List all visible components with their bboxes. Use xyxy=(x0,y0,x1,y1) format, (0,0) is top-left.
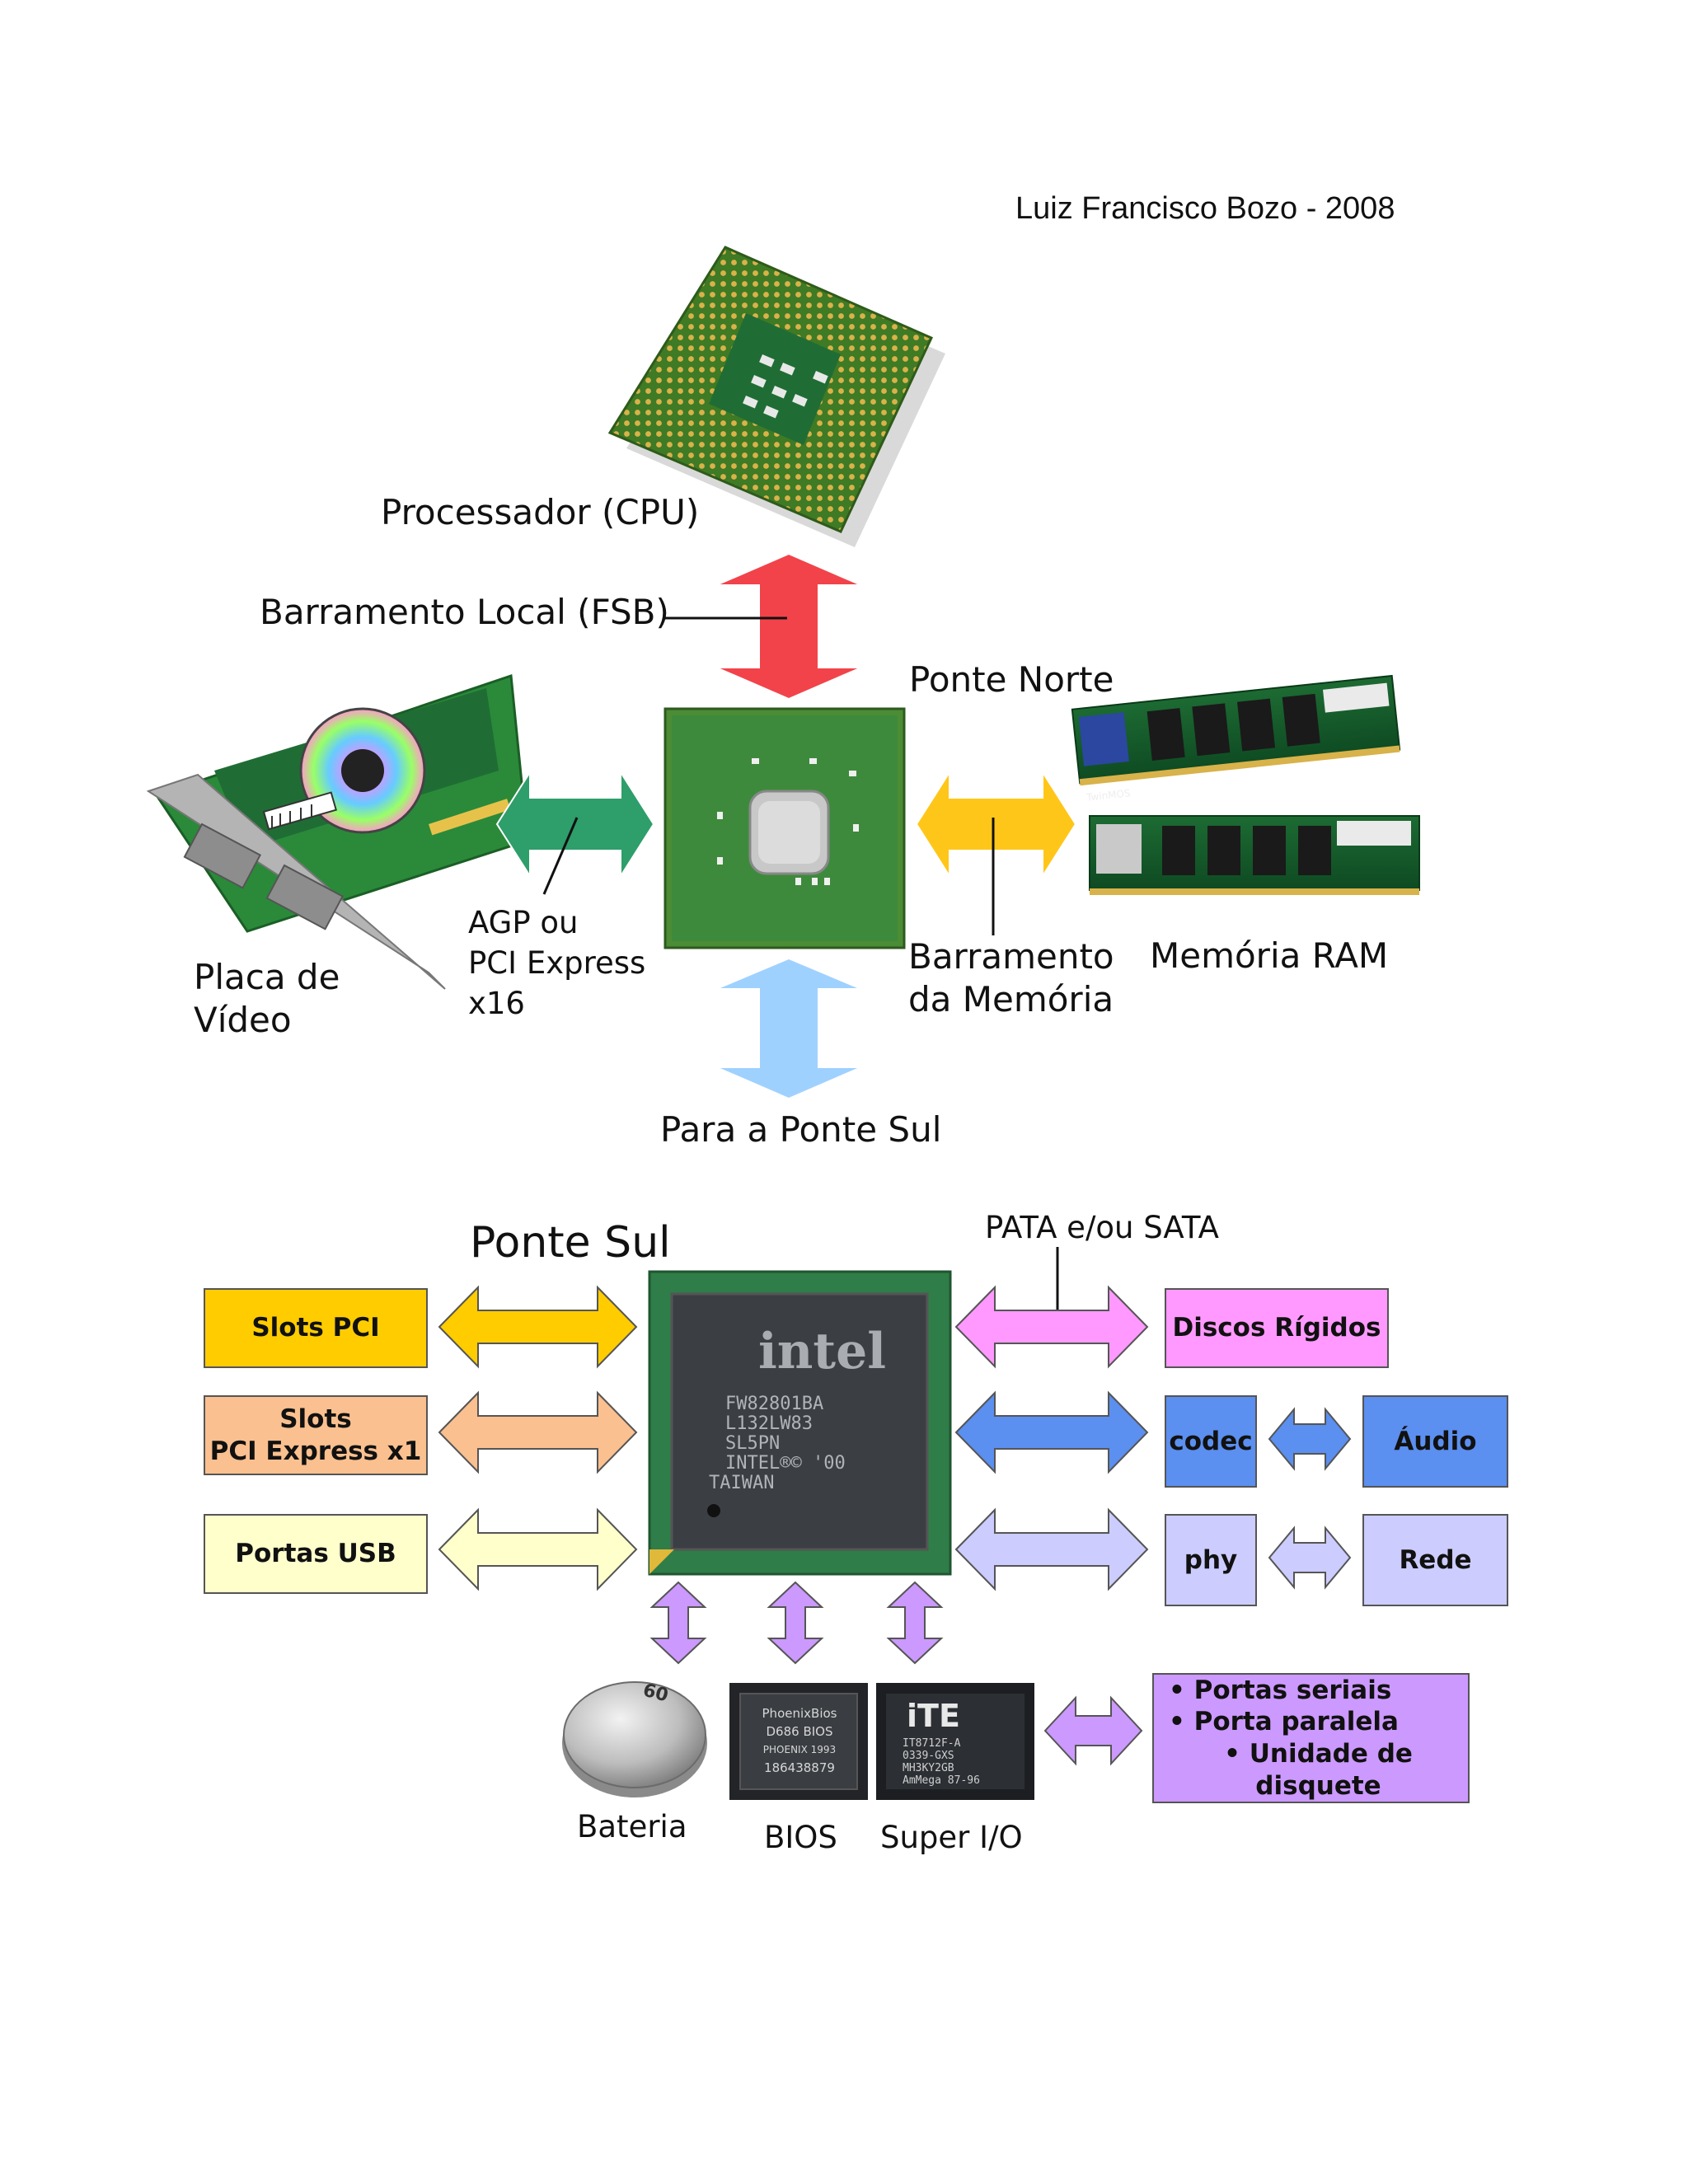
ite-logo: iTE xyxy=(907,1698,960,1734)
slots-pcie-text: PCI Express x1 xyxy=(209,1436,422,1466)
hdd-text: Discos Rígidos xyxy=(1172,1313,1381,1343)
southbridge-markings: FW82801BA L132LW83 SL5PN INTEL®© '00 TAI… xyxy=(709,1394,846,1493)
usb-text: Portas USB xyxy=(235,1539,396,1569)
superio-item: Portas seriais xyxy=(1169,1675,1392,1707)
superio-up-arrow xyxy=(886,1581,944,1665)
bios-chip-markings: PhoenixBios D686 BIOS PHOENIX 1993 18643… xyxy=(746,1704,853,1777)
bios-label: BIOS xyxy=(764,1820,837,1855)
pata-arrow xyxy=(954,1285,1149,1369)
memory-bus-label-line: Barramento xyxy=(908,936,1114,977)
codec-text: codec xyxy=(1169,1426,1253,1456)
superio-item: Unidade de disquete xyxy=(1169,1738,1468,1802)
bios-line: PhoenixBios xyxy=(762,1706,837,1721)
sb-line: FW82801BA xyxy=(725,1394,824,1414)
sb-line: SL5PN xyxy=(725,1433,781,1454)
audio-box: Áudio xyxy=(1362,1395,1508,1488)
agp-label-line: PCI Express xyxy=(468,945,646,981)
network-text: Rede xyxy=(1399,1544,1472,1575)
memory-bus-arrow xyxy=(915,769,1077,879)
fsb-arrow xyxy=(715,552,862,701)
to-south-arrow xyxy=(715,957,862,1100)
ite-line: MH3KY2GB xyxy=(903,1762,954,1774)
bios-line: D686 BIOS xyxy=(766,1724,833,1739)
codec-arrow xyxy=(954,1390,1149,1474)
ram-modules-image xyxy=(1071,674,1420,895)
fsb-label: Barramento Local (FSB) xyxy=(260,592,669,632)
slots-pcie-box: Slots PCI Express x1 xyxy=(204,1395,428,1475)
northbridge-label: Ponte Norte xyxy=(909,659,1114,700)
superio-chip-markings: IT8712F-A 0339-GXS MH3KY2GB AmMega 87-96 xyxy=(903,1737,980,1787)
phy-box: phy xyxy=(1165,1514,1257,1606)
superio-side-arrow xyxy=(1043,1695,1143,1766)
superio-chip-image xyxy=(876,1683,1034,1800)
ram-label: Memória RAM xyxy=(1150,935,1389,976)
ite-line: IT8712F-A xyxy=(903,1737,961,1750)
sb-line: INTEL®© '00 xyxy=(725,1453,846,1474)
slots-pci-text: Slots PCI xyxy=(251,1313,380,1343)
bios-line: PHOENIX 1993 xyxy=(762,1744,837,1755)
usb-arrow xyxy=(438,1507,638,1591)
southbridge-image xyxy=(648,1270,952,1576)
phy-text: phy xyxy=(1184,1544,1238,1575)
northbridge-image xyxy=(663,707,906,949)
southbridge-label: Ponte Sul xyxy=(470,1218,671,1268)
bios-chip-image xyxy=(729,1683,868,1800)
memory-bus-label: Barramento da Memória xyxy=(908,935,1114,1021)
pcie-arrow xyxy=(438,1390,638,1474)
intel-logo: intel xyxy=(758,1323,887,1380)
video-card-label: Placa de Vídeo xyxy=(194,956,340,1042)
audio-text: Áudio xyxy=(1394,1426,1477,1456)
slots-pci-box: Slots PCI xyxy=(204,1288,428,1368)
hdd-box: Discos Rígidos xyxy=(1165,1288,1389,1368)
sb-line: L132LW83 xyxy=(725,1413,813,1434)
audio-small-arrow xyxy=(1268,1407,1352,1471)
agp-label: AGP ou PCI Express x16 xyxy=(468,902,645,1024)
battery-arrow xyxy=(649,1581,707,1665)
ite-line: AmMega 87-96 xyxy=(903,1774,980,1787)
codec-box: codec xyxy=(1165,1395,1257,1488)
network-small-arrow xyxy=(1268,1526,1352,1590)
pci-arrow xyxy=(438,1285,638,1369)
video-card-image xyxy=(146,673,529,990)
slots-pcie-text: Slots xyxy=(279,1404,352,1434)
video-label-line: Placa de xyxy=(194,957,340,997)
agp-leader-line xyxy=(542,817,579,895)
superio-devices-box: Portas seriais Porta paralela Unidade de… xyxy=(1152,1673,1470,1803)
battery-image xyxy=(562,1681,707,1797)
sb-line: TAIWAN xyxy=(709,1473,775,1493)
memory-bus-label-line: da Memória xyxy=(908,979,1114,1019)
to-south-label: Para a Ponte Sul xyxy=(660,1109,942,1150)
bios-arrow xyxy=(767,1581,824,1665)
superio-item: Porta paralela xyxy=(1169,1706,1399,1738)
agp-label-line: x16 xyxy=(468,986,525,1021)
cpu-image xyxy=(607,246,945,547)
author-label: Luiz Francisco Bozo - 2008 xyxy=(1015,191,1395,226)
bios-line: 186438879 xyxy=(764,1760,835,1775)
video-label-line: Vídeo xyxy=(194,1000,292,1040)
superio-label: Super I/O xyxy=(880,1820,1023,1855)
phy-arrow xyxy=(954,1507,1149,1591)
network-box: Rede xyxy=(1362,1514,1508,1606)
battery-label: Bateria xyxy=(577,1809,687,1844)
ite-line: 0339-GXS xyxy=(903,1750,954,1762)
cpu-label: Processador (CPU) xyxy=(381,492,700,532)
usb-box: Portas USB xyxy=(204,1514,428,1594)
pata-label: PATA e/ou SATA xyxy=(985,1210,1219,1245)
agp-label-line: AGP ou xyxy=(468,905,579,940)
